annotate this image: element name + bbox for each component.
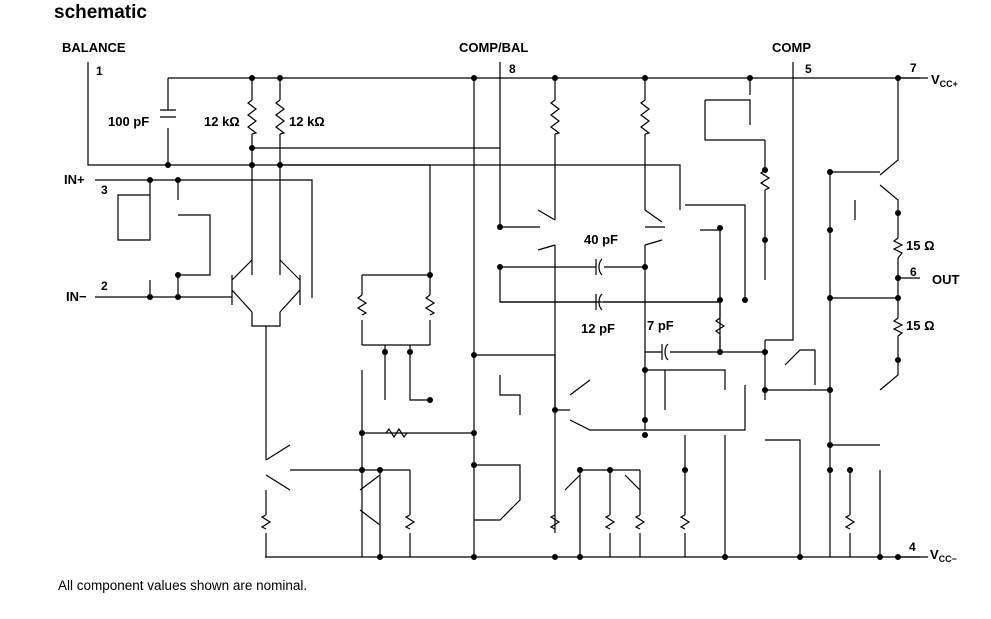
balance-pin-number: 1 xyxy=(96,64,103,78)
comp-bal-lower xyxy=(474,354,556,521)
vbe-multiplier xyxy=(685,204,746,300)
pin-stubs xyxy=(898,77,928,558)
resistor-12k-b xyxy=(275,99,286,135)
resistor-horizontal xyxy=(385,427,408,439)
cap-100pf-label: 100 pF xyxy=(108,114,149,129)
res-12k-b-label: 12 kΩ xyxy=(289,114,325,129)
resistor-stage2-b xyxy=(640,99,651,135)
mirror-mid-wires xyxy=(362,344,430,401)
vcc-plus-v: V xyxy=(931,72,940,87)
balance-label: BALANCE xyxy=(62,40,126,55)
mirror-left-leg xyxy=(361,370,474,557)
footnote: All component values shown are nominal. xyxy=(58,578,308,593)
resistor-15-a xyxy=(892,237,904,259)
resistor-mirror-b xyxy=(424,294,436,316)
output-leg xyxy=(879,78,899,391)
resistor-sink-e xyxy=(634,514,646,530)
mirror-top-wires xyxy=(361,274,431,345)
q-sink-mirror xyxy=(359,470,411,557)
resistor-sink-b xyxy=(404,514,416,530)
short-circuit-protect xyxy=(765,349,830,391)
output-drive xyxy=(829,171,898,557)
comp-bal-device xyxy=(499,375,521,415)
in-plus-wire xyxy=(95,179,313,298)
capacitor-100pf xyxy=(160,109,176,118)
cap-12pf-label: 12 pF xyxy=(581,321,615,336)
resistor-sink-d xyxy=(604,514,616,530)
pin-stub-right xyxy=(898,77,928,558)
res-15-b-label: 15 Ω xyxy=(906,318,935,333)
q-mid-lower xyxy=(555,379,645,431)
vas-lower xyxy=(684,435,726,557)
vcc-plus-sub: CC+ xyxy=(940,79,958,89)
q-sink-left xyxy=(265,444,410,557)
resistors xyxy=(247,99,904,533)
mid-sink-transistors xyxy=(564,474,641,491)
cap-40pf-label: 40 pF xyxy=(584,232,618,247)
q-vcc-pnp xyxy=(704,78,765,141)
capacitor-40pf xyxy=(595,258,603,276)
comp-bal-label: COMP/BAL xyxy=(459,40,528,55)
in-plus-pin-number: 3 xyxy=(101,183,108,197)
output-sink xyxy=(765,439,881,557)
in-plus-label: IN+ xyxy=(64,172,85,187)
junctions xyxy=(147,75,901,560)
comp-bal-wire xyxy=(499,62,721,352)
q-diff-b xyxy=(279,259,301,313)
bias-wire xyxy=(280,164,681,210)
capacitor-12pf xyxy=(595,293,603,311)
vcc-minus-sub: CC− xyxy=(939,554,957,564)
q-diff-a xyxy=(231,259,253,313)
res-15-a-label: 15 Ω xyxy=(906,238,935,253)
vcc-minus-label: VCC− xyxy=(930,547,957,564)
schematic-title: schematic xyxy=(54,2,147,23)
q-stage2-right xyxy=(644,209,665,246)
cap-7pf-label: 7 pF xyxy=(647,318,674,333)
balance-wire xyxy=(87,62,431,275)
out-label: OUT xyxy=(932,272,960,287)
resistor-12k-a xyxy=(247,99,258,135)
vcc-plus-pin-number: 7 xyxy=(910,61,917,75)
out-pin-number: 6 xyxy=(910,265,917,279)
capacitors xyxy=(160,109,669,361)
q-stage2-left xyxy=(500,209,556,251)
mid-sink-wires xyxy=(579,469,641,557)
comp-bal-pin-number: 8 xyxy=(509,62,516,76)
in-minus-label: IN− xyxy=(66,289,87,304)
resistor-sink-c xyxy=(549,514,561,530)
wires xyxy=(87,62,920,558)
resistor-vbe xyxy=(714,317,726,335)
in-minus-pin-number: 2 xyxy=(101,279,108,293)
resistor-mirror-a xyxy=(356,294,368,316)
vcc-minus-pin-number: 4 xyxy=(909,540,916,554)
resistor-15-b xyxy=(892,317,904,337)
resistor-stage2-a xyxy=(550,99,561,135)
resistor-sink-f xyxy=(679,514,691,530)
capacitor-7pf xyxy=(661,343,669,361)
comp-label: COMP xyxy=(772,40,811,55)
comp-pin-number: 5 xyxy=(805,62,812,76)
input-protection-wires xyxy=(149,180,179,297)
resistor-bias xyxy=(759,169,771,191)
res-12k-a-label: 12 kΩ xyxy=(204,114,240,129)
input-clamp-wires xyxy=(117,194,211,276)
comp-wire xyxy=(765,62,794,341)
resistor-sink-a xyxy=(260,514,272,530)
vcc-minus-v: V xyxy=(930,547,939,562)
vcc-plus-label: VCC+ xyxy=(931,72,958,89)
resistor-sink-g xyxy=(844,514,856,530)
tail-wire xyxy=(251,312,281,460)
vas-wires xyxy=(645,369,746,431)
